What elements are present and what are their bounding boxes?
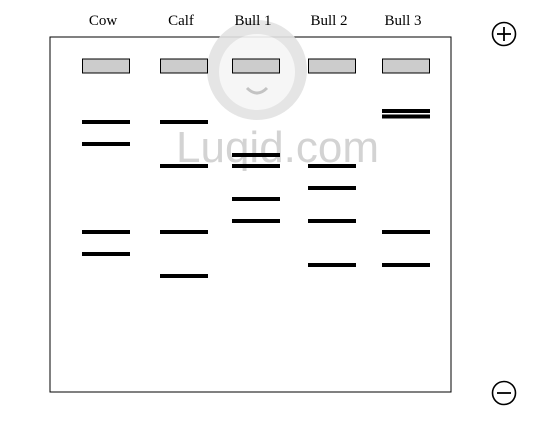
lane: Cow	[82, 13, 130, 256]
well	[308, 58, 356, 74]
well	[382, 58, 430, 74]
dna-band	[382, 114, 430, 119]
positive-electrode	[491, 21, 517, 47]
dna-band	[232, 164, 280, 168]
dna-band	[82, 230, 130, 234]
lane-label: Cow	[89, 13, 118, 29]
lane-label: Calf	[168, 13, 194, 29]
well	[232, 58, 280, 74]
dna-band	[308, 263, 356, 267]
well	[82, 58, 130, 74]
dna-band	[160, 164, 208, 168]
dna-band	[82, 120, 130, 124]
dna-band	[232, 197, 280, 201]
dna-band	[382, 109, 430, 113]
lane-label: Bull 2	[310, 13, 347, 29]
lane: Calf	[160, 13, 208, 278]
dna-band	[382, 230, 430, 234]
dna-band	[308, 186, 356, 190]
lanes: Cow Calf Bull 1 Bull 2 Bull 3	[82, 13, 430, 278]
lane-label: Bull 1	[234, 13, 271, 29]
lane-label: Bull 3	[384, 13, 421, 29]
dna-band	[232, 153, 280, 157]
dna-band	[308, 219, 356, 223]
well	[160, 58, 208, 74]
dna-band	[82, 252, 130, 256]
negative-electrode	[491, 380, 517, 406]
dna-band	[160, 230, 208, 234]
dna-band	[82, 142, 130, 146]
dna-band	[308, 164, 356, 168]
dna-band	[232, 219, 280, 223]
dna-band	[160, 120, 208, 124]
lane: Bull 2	[308, 13, 356, 267]
dna-band	[382, 263, 430, 267]
lane: Bull 3	[382, 13, 430, 267]
dna-band	[160, 274, 208, 278]
watermark-logo: Luqid.com	[176, 20, 379, 172]
watermark-text: Luqid.com	[176, 123, 379, 172]
lane: Bull 1	[232, 13, 280, 223]
